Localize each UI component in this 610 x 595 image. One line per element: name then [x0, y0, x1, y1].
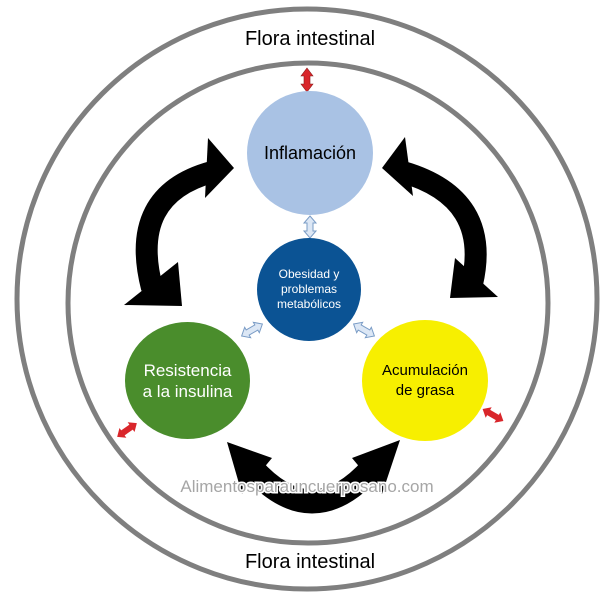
node-obesidad-label: Obesidad y problemas metabólicos [276, 267, 342, 311]
flora-intestinal-bottom-label: Flora intestinal [244, 551, 376, 573]
node-inflamacion: Inflamación [247, 91, 373, 215]
center-arrow-right [352, 321, 376, 339]
center-arrow-top [302, 215, 318, 239]
outer-ring [14, 6, 600, 592]
node-acumulacion-label: Acumulación de grasa [382, 361, 468, 399]
cycle-arrow-right [382, 137, 498, 298]
gut-arrow-top [300, 67, 314, 93]
cycle-arrow-bottom [227, 440, 400, 514]
node-acumulacion: Acumulación de grasa [362, 320, 488, 441]
gut-arrow-left [117, 422, 137, 438]
watermark: Alimentosparauncuerposano.com [180, 477, 433, 496]
gut-arrow-right [482, 407, 504, 423]
cycle-arrow-left [124, 138, 234, 306]
center-arrow-left [240, 321, 264, 339]
flora-intestinal-top-label: Flora intestinal [244, 28, 376, 50]
node-obesidad: Obesidad y problemas metabólicos [257, 238, 361, 341]
node-resistencia: Resistencia a la insulina [125, 322, 250, 439]
inner-ring [65, 60, 551, 546]
node-inflamacion-label: Inflamación [263, 142, 357, 163]
node-resistencia-label: Resistencia a la insulina [142, 360, 233, 401]
